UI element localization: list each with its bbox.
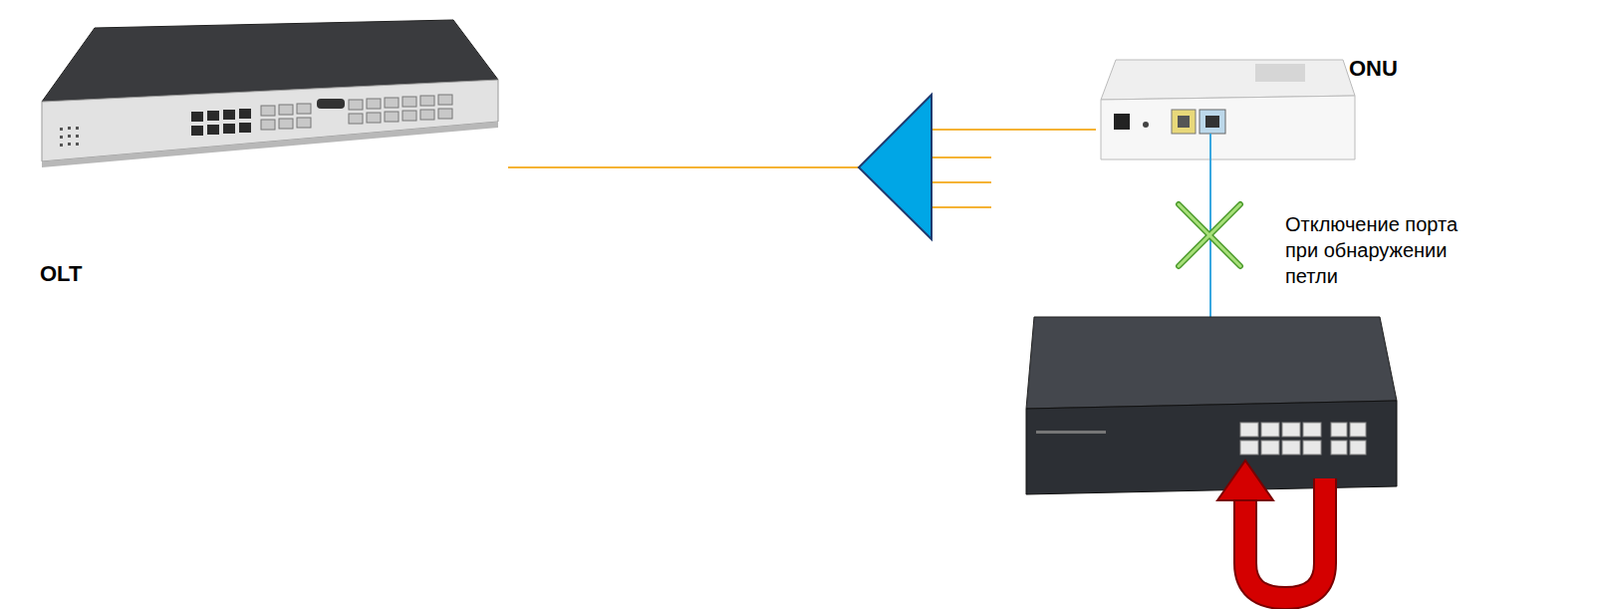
device-label: ONU	[1348, 55, 1398, 82]
onu-node: ONU	[1095, 49, 1425, 165]
loop-arrow	[1217, 460, 1326, 598]
device-label: OLT	[39, 261, 82, 287]
onu-device	[1100, 59, 1355, 160]
optical-fiber	[508, 129, 1096, 168]
switch-device	[1026, 316, 1397, 495]
olt-node: OLT	[29, 9, 509, 299]
olt-device	[41, 19, 499, 168]
annotation-note: Отключение порта при обнаружении петли	[1285, 211, 1475, 289]
ethernet-cable	[1209, 133, 1212, 321]
splitter	[858, 94, 992, 240]
port-disabled-mark	[1178, 204, 1241, 267]
